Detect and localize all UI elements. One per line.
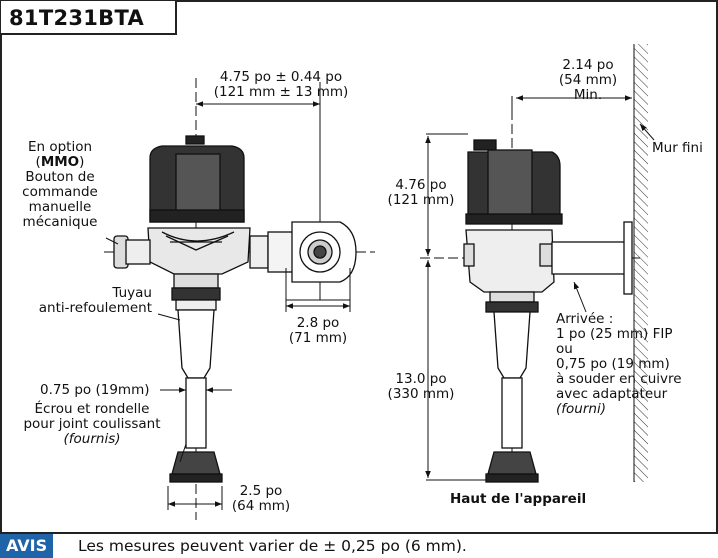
inlet-line3: ou xyxy=(556,341,573,357)
overall-width-line2: (121 mm ± 13 mm) xyxy=(213,84,349,100)
inlet-line6: avec adaptateur xyxy=(556,386,668,402)
nut-line1: Écrou et rondelle xyxy=(34,401,150,417)
nut-line3: (fournis) xyxy=(63,431,121,447)
overall-width-line1: 4.75 po ± 0.44 po xyxy=(219,69,343,85)
left-dimensions xyxy=(105,101,351,510)
nut-line2: pour joint coulissant xyxy=(23,416,161,432)
upper-height-dimension: 4.76 po (121 mm) xyxy=(380,178,462,208)
vacuum-breaker-label: Tuyau anti-refoulement xyxy=(20,286,152,316)
right-dimensions xyxy=(425,95,655,481)
inlet-line1: Arrivée : xyxy=(556,311,614,327)
mmo-bold: MMO xyxy=(40,154,80,170)
lower-height-line1: 13.0 po xyxy=(395,371,447,387)
mmo-line6: mécanique xyxy=(22,214,98,230)
mmo-line4: commande xyxy=(22,184,98,200)
wall-offset-dimension: 2.14 po (54 mm) Min. xyxy=(548,58,628,103)
mmo-line5: manuelle xyxy=(28,199,92,215)
mmo-line1: En option xyxy=(27,139,93,155)
side-offset-line2: (71 mm) xyxy=(288,330,348,346)
inlet-line4: 0,75 po (19 mm) xyxy=(556,356,670,372)
mmo-label: En option (MMO) Bouton de commande manue… xyxy=(8,140,112,230)
wall-offset-line3: Min. xyxy=(573,87,603,103)
wall-offset-line2: (54 mm) xyxy=(558,72,618,88)
finished-wall-label: Mur fini xyxy=(652,140,703,156)
lower-height-dimension: 13.0 po (330 mm) xyxy=(380,372,462,402)
side-offset-dimension: 2.8 po (71 mm) xyxy=(280,316,356,346)
lower-height-line2: (330 mm) xyxy=(387,386,455,402)
mmo-line3: Bouton de xyxy=(25,169,95,185)
inlet-line5: à souder en cuivre xyxy=(556,371,682,387)
bottom-width-dimension: 2.5 po (64 mm) xyxy=(226,484,296,514)
side-offset-line1: 2.8 po xyxy=(296,315,340,331)
model-number-tab: 81T231BTA xyxy=(1,1,177,35)
overall-width-dimension: 4.75 po ± 0.44 po (121 mm ± 13 mm) xyxy=(186,70,376,100)
mmo-open: ( xyxy=(35,154,41,170)
upper-height-line2: (121 mm) xyxy=(387,192,455,208)
left-flush-valve-drawing xyxy=(104,78,375,520)
bottom-width-line1: 2.5 po xyxy=(239,483,283,499)
upper-height-line1: 4.76 po xyxy=(395,177,447,193)
notice-badge: AVIS xyxy=(0,534,54,558)
mmo-line2: (MMO) xyxy=(8,155,112,170)
inlet-line2: 1 po (25 mm) FIP xyxy=(556,326,673,342)
top-of-fixture-caption: Haut de l'appareil xyxy=(450,491,587,507)
wall-offset-line1: 2.14 po xyxy=(562,57,614,73)
tube-line2: anti-refoulement xyxy=(38,300,152,316)
bottom-width-line2: (64 mm) xyxy=(231,498,291,514)
tube-line1: Tuyau xyxy=(112,285,152,301)
inlet-label: Arrivée : 1 po (25 mm) FIP ou 0,75 po (1… xyxy=(556,312,682,417)
mmo-close: ) xyxy=(79,154,85,170)
notice-text: Les mesures peuvent varier de ± 0,25 po … xyxy=(78,537,467,555)
right-flush-valve-drawing xyxy=(420,96,640,483)
inlet-line7: (fourni) xyxy=(556,401,606,417)
slip-nut-label: Écrou et rondelle pour joint coulissant … xyxy=(4,402,180,447)
finished-wall xyxy=(633,44,648,482)
pipe-diameter-label: 0.75 po (19mm) xyxy=(40,382,150,398)
outer-border xyxy=(0,0,718,534)
